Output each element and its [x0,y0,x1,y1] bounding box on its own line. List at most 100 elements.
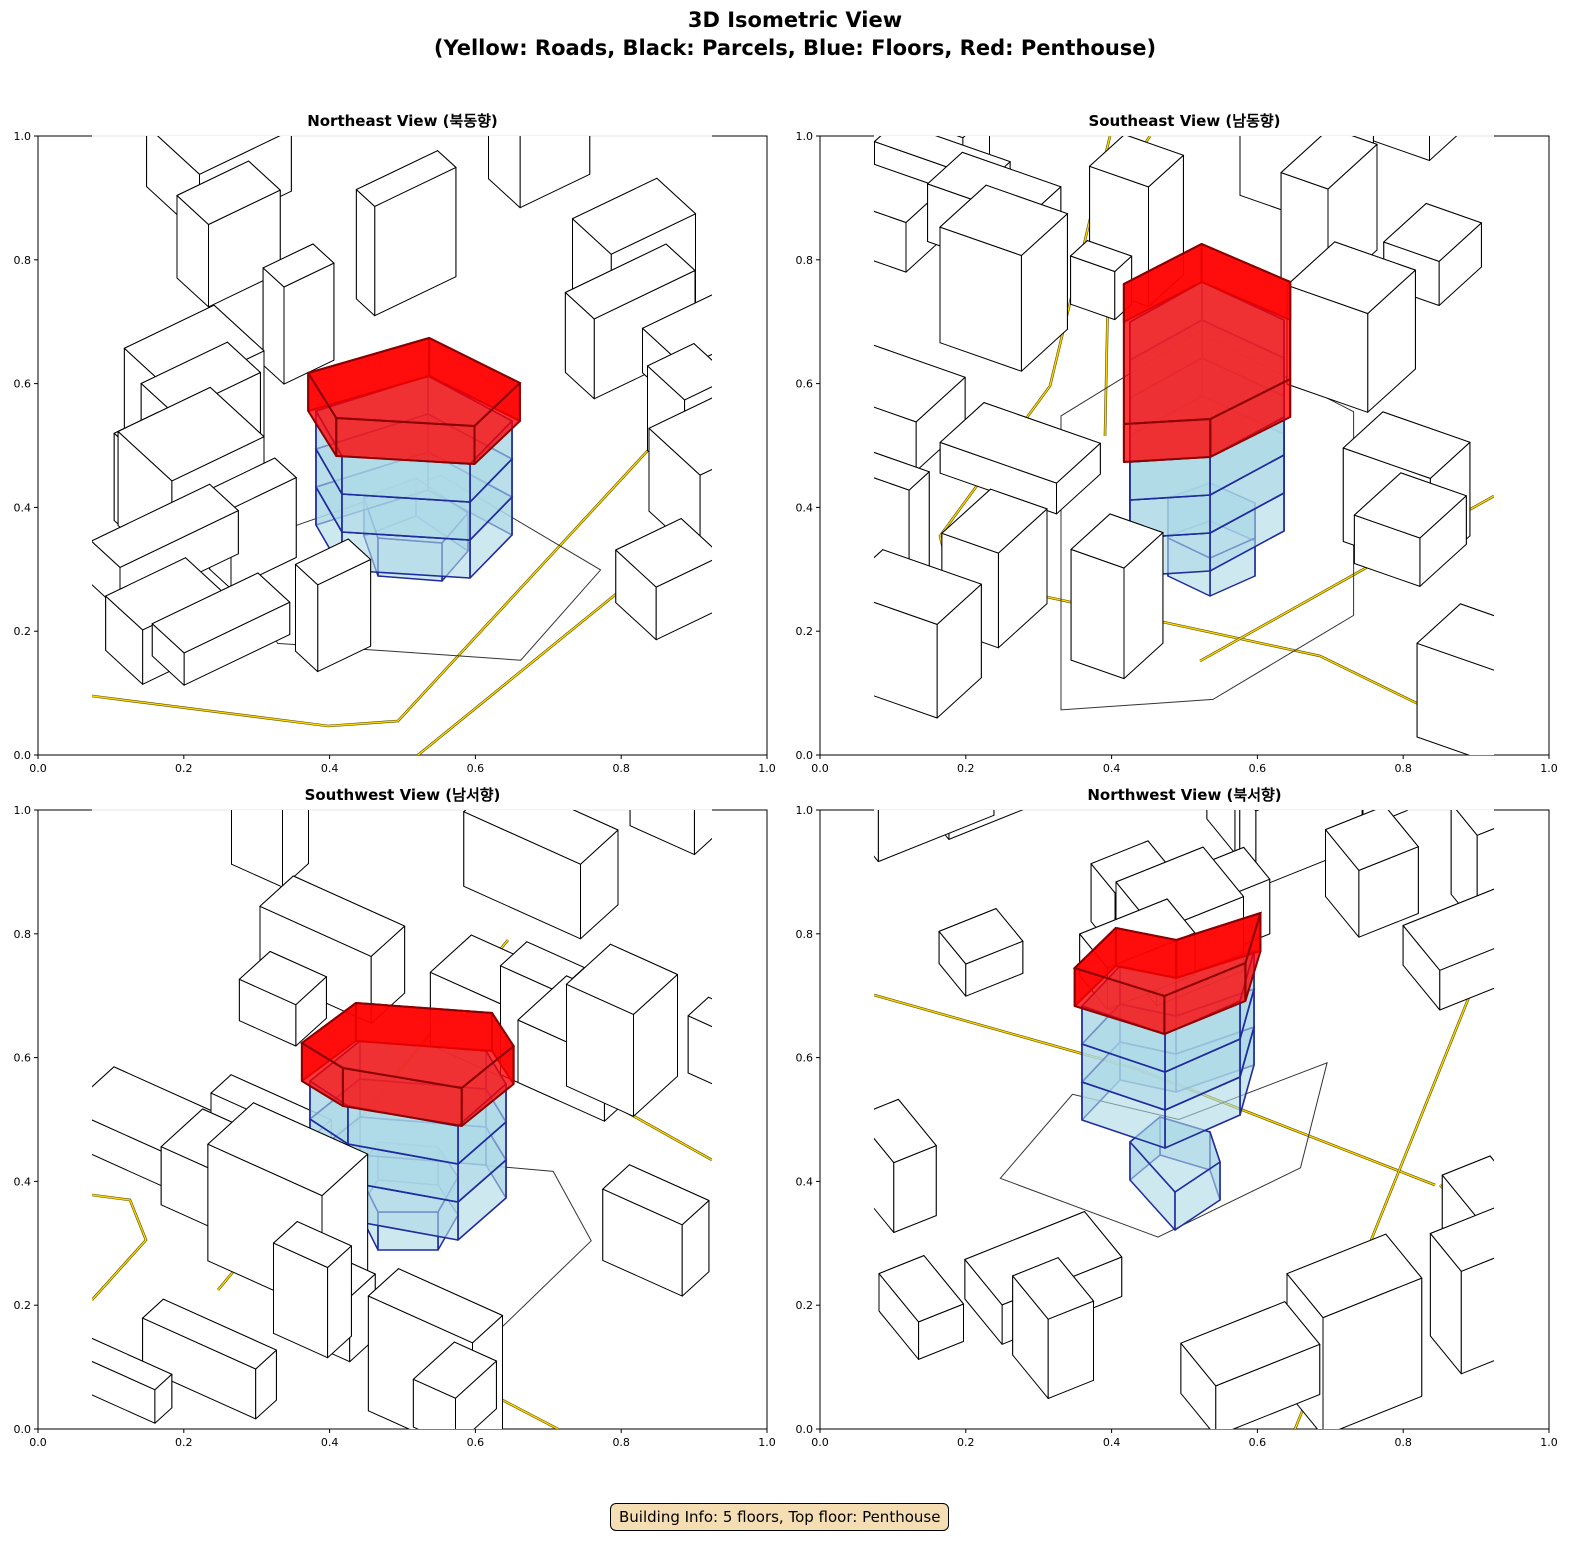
parcel-building-top [1069,240,1133,273]
parcel-building-face [874,210,907,273]
penthouse [306,336,522,465]
x-tick-label: 1.0 [758,762,776,775]
parcel-building [176,160,282,308]
parcel-building-top [412,1341,498,1399]
parcel-building-top [1088,136,1185,188]
parcel-building [939,402,1102,515]
x-tick-label: 0.6 [467,1436,485,1449]
parcel-building-top [355,150,457,207]
parcel-building-face [687,1015,712,1085]
parcel-building-face [1206,810,1236,854]
parcel-building-top [1402,888,1494,971]
parcel-building [629,810,712,856]
penthouse-top [306,336,522,428]
parcel-building-face [874,810,879,863]
y-tick-label: 1.0 [796,130,814,143]
parcel-building [272,1221,353,1359]
y-tick-label: 0.2 [14,625,32,638]
parcel-building [614,518,712,641]
y-tick-label: 1.0 [14,130,32,143]
y-tick-label: 0.0 [796,1423,814,1436]
x-tick-label: 0.4 [1103,762,1121,775]
penthouse-face [1122,418,1212,463]
x-tick-label: 0.2 [175,762,193,775]
parcel-building-face [355,189,376,317]
x-tick-label: 0.2 [175,1436,193,1449]
y-tick-label: 0.8 [796,928,814,941]
parcel-building-top [1286,241,1417,315]
building-info-box: Building Info: 5 floors, Top floor: Pent… [610,1503,950,1531]
x-tick-label: 0.4 [1103,1436,1121,1449]
x-tick-label: 0.2 [957,1436,975,1449]
parcel-building-top [874,451,931,491]
parcel-building [262,243,335,385]
parcel-building [874,344,967,472]
parcel-building-top [367,1268,504,1344]
parcel-building [92,1337,173,1424]
parcel-building-face [874,406,917,472]
y-tick-label: 0.6 [796,1052,814,1065]
parcel-building-top [939,402,1102,484]
x-tick-label: 1.0 [1540,762,1558,775]
parcel-building-top [1455,810,1494,836]
y-tick-label: 0.8 [14,254,32,267]
penthouse-top [300,1001,515,1090]
y-tick-label: 0.0 [14,1423,32,1436]
parcel-building [1070,513,1164,680]
parcel-building-face [629,810,695,856]
parcel-building-top [1070,513,1164,569]
parcel-building [939,184,1069,372]
parcel-building-face [768,1033,788,1109]
x-tick-label: 0.4 [321,1436,339,1449]
x-tick-label: 0.6 [1249,762,1267,775]
parcel-building-face [693,810,712,856]
y-tick-label: 0.6 [14,1052,32,1065]
parcel-building [462,810,619,940]
parcel-building [1429,1207,1494,1375]
parcel-building-top [614,518,712,588]
parcel-building [874,810,995,863]
x-tick-label: 0.8 [612,762,630,775]
parcel-building-top [1342,411,1471,479]
parcel-building-top [157,136,281,175]
y-tick-label: 0.6 [14,378,32,391]
x-tick-label: 0.4 [321,762,339,775]
parcel-building-top [1286,1233,1423,1319]
parcel-building-top [117,386,265,482]
parcel-building-face [1429,136,1458,161]
parcel-building-top [1180,1301,1321,1387]
parcel-building-top [1353,472,1468,539]
x-tick-label: 0.6 [1249,1436,1267,1449]
figure-title: 3D Isometric View (Yellow: Roads, Black:… [0,6,1590,62]
penthouse [1072,911,1263,1035]
x-tick-label: 1.0 [1540,1436,1558,1449]
y-tick-label: 1.0 [14,804,32,817]
panel-title-sw: Southwest View (남서향) [304,786,501,804]
road [92,1194,147,1301]
parcel-building [565,943,679,1117]
parcel-building [1402,888,1494,1011]
parcel-building-face [874,601,938,719]
floor-4-face [1129,456,1211,501]
parcel-building-top [940,488,1048,554]
parcel-building-top [1382,202,1483,262]
parcel-building-face [1579,1307,1590,1377]
parcel-building-top [646,343,712,401]
parcel-building [206,1102,369,1313]
parcel-building [874,549,983,719]
parcel-building-top [238,950,328,1006]
parcel-building-top [1429,1207,1494,1272]
parcel-building-top [206,1102,369,1197]
parcel-building-top [687,996,712,1028]
parcel-building [294,538,372,673]
y-tick-label: 0.4 [796,501,814,514]
parcel-building-top [571,177,697,255]
parcel-building-top [938,907,1024,965]
parcel-building [488,136,591,209]
parcel-building [687,996,788,1109]
parcel-building-face [262,267,285,385]
penthouse [1122,242,1292,463]
parcel-building-top [874,1098,938,1164]
parcel-building-top [294,538,372,586]
y-tick-label: 0.4 [14,1175,32,1188]
